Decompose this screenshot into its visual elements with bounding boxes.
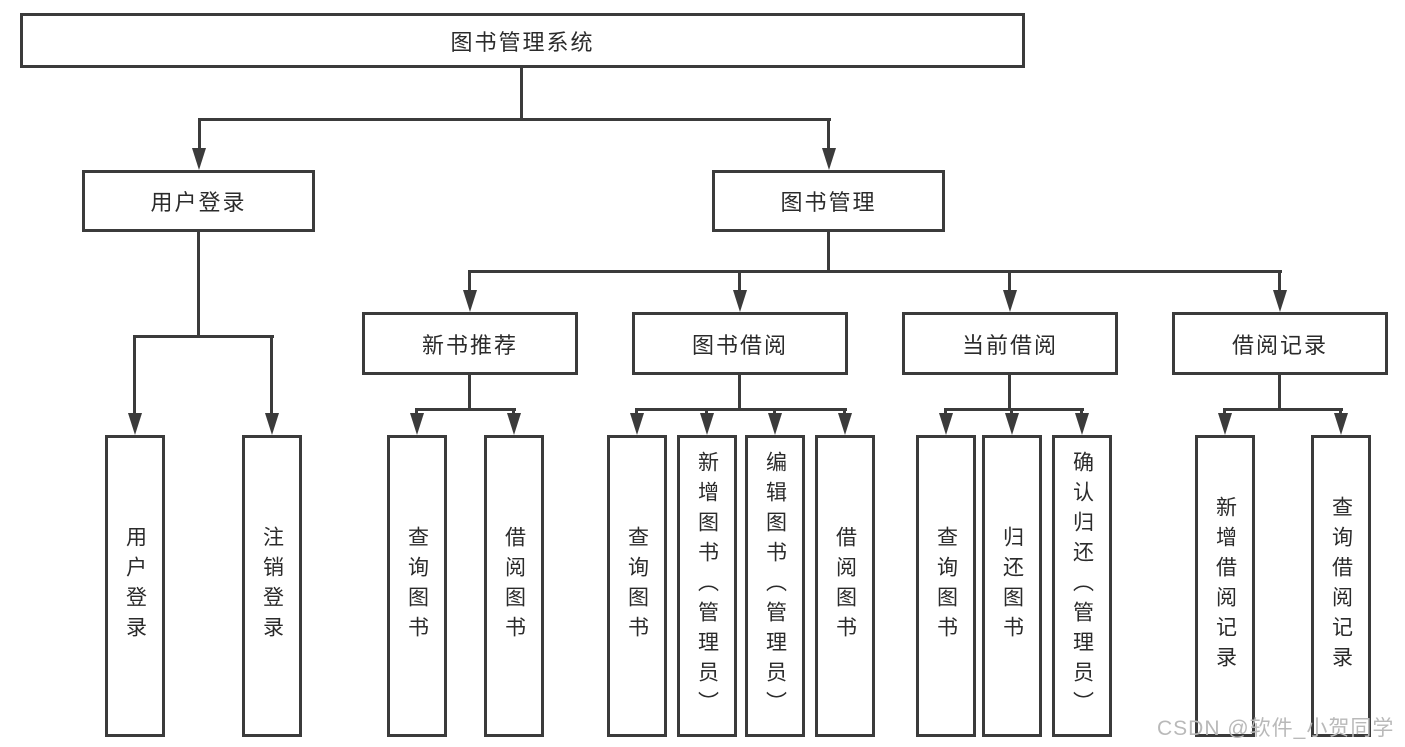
node-label: 借阅记录 [1231, 332, 1328, 358]
node-label: 查询图书 [625, 526, 649, 646]
down-arrow-icon [128, 413, 142, 435]
connector-drop [1010, 408, 1013, 416]
down-arrow-icon [265, 413, 279, 435]
down-arrow-icon [838, 413, 852, 435]
node-label: 注销登录 [260, 526, 284, 646]
connector-drop [738, 270, 741, 292]
connector-drop [1080, 408, 1083, 416]
connector-user-rail [133, 335, 274, 338]
down-arrow-icon [733, 290, 747, 312]
down-arrow-icon [410, 413, 424, 435]
down-arrow-icon [1003, 290, 1017, 312]
connector-level2-rail [198, 118, 831, 121]
down-arrow-icon [1273, 290, 1287, 312]
leaf-query-borrow-record: 查询借阅记录 [1311, 435, 1371, 737]
connector-rail [1223, 408, 1343, 411]
leaf-query-books-current: 查询图书 [916, 435, 976, 737]
leaf-return-books: 归还图书 [982, 435, 1042, 737]
connector-book-stub [827, 232, 830, 273]
leaf-borrow-books-recommend: 借阅图书 [484, 435, 544, 737]
node-label: 查询图书 [405, 526, 429, 646]
node-borrowing-records: 借阅记录 [1172, 312, 1388, 375]
node-label: 归还图书 [1000, 526, 1024, 646]
connector-drop [1008, 270, 1011, 292]
node-new-book-recommend: 新书推荐 [362, 312, 578, 375]
connector-drop [827, 118, 830, 150]
node-label: 用户登录 [150, 190, 247, 215]
connector-root-stub [520, 68, 523, 121]
connector-stub [738, 375, 741, 411]
node-label: 图书借阅 [691, 332, 788, 358]
node-label: 新书推荐 [421, 332, 518, 358]
connector-rail [415, 408, 516, 411]
connector-drop [843, 408, 846, 416]
leaf-edit-books-admin: 编辑图书（管理员） [745, 435, 805, 737]
connector-drop [635, 408, 638, 416]
leaf-query-books-recommend: 查询图书 [387, 435, 447, 737]
connector-stub [468, 375, 471, 411]
node-book-management-branch: 图书管理 [712, 170, 945, 232]
down-arrow-icon [939, 413, 953, 435]
node-label: 当前借阅 [961, 332, 1058, 358]
leaf-add-books-admin: 新增图书（管理员） [677, 435, 737, 737]
connector-drop [270, 335, 273, 415]
node-label: 借阅图书 [502, 526, 526, 646]
connector-rail [635, 408, 847, 411]
connector-drop [1339, 408, 1342, 416]
node-label: 新增图书（管理员） [695, 451, 719, 721]
node-label: 查询图书 [934, 526, 958, 646]
leaf-logout: 注销登录 [242, 435, 302, 737]
leaf-add-borrow-record: 新增借阅记录 [1195, 435, 1255, 737]
leaf-borrow-books: 借阅图书 [815, 435, 875, 737]
down-arrow-icon [630, 413, 644, 435]
connector-level3-rail [468, 270, 1282, 273]
leaf-query-books-borrowing: 查询图书 [607, 435, 667, 737]
connector-drop [705, 408, 708, 416]
down-arrow-icon [1005, 413, 1019, 435]
node-root-system: 图书管理系统 [20, 13, 1025, 68]
node-label: 用户登录 [123, 526, 147, 646]
leaf-confirm-return-admin: 确认归还（管理员） [1052, 435, 1112, 737]
connector-drop [773, 408, 776, 416]
down-arrow-icon [1334, 413, 1348, 435]
down-arrow-icon [192, 148, 206, 170]
node-label: 确认归还（管理员） [1070, 451, 1094, 721]
connector-drop [133, 335, 136, 415]
connector-drop [198, 118, 201, 150]
node-label: 图书管理系统 [450, 29, 595, 55]
connector-stub [1008, 375, 1011, 411]
down-arrow-icon [700, 413, 714, 435]
node-label: 编辑图书（管理员） [763, 451, 787, 721]
node-current-borrowing: 当前借阅 [902, 312, 1118, 375]
connector-drop [512, 408, 515, 416]
down-arrow-icon [507, 413, 521, 435]
node-label: 图书管理 [780, 190, 877, 215]
connector-drop [415, 408, 418, 416]
down-arrow-icon [768, 413, 782, 435]
connector-rail [944, 408, 1084, 411]
connector-drop [468, 270, 471, 292]
csdn-watermark: CSDN @软件_小贺同学 [1157, 717, 1395, 740]
node-label: 借阅图书 [833, 526, 857, 646]
connector-drop [944, 408, 947, 416]
down-arrow-icon [463, 290, 477, 312]
down-arrow-icon [1218, 413, 1232, 435]
down-arrow-icon [822, 148, 836, 170]
node-book-borrowing: 图书借阅 [632, 312, 848, 375]
connector-user-stub [197, 232, 200, 338]
node-label: 新增借阅记录 [1213, 496, 1237, 676]
node-user-login-branch: 用户登录 [82, 170, 315, 232]
leaf-user-login: 用户登录 [105, 435, 165, 737]
node-label: 查询借阅记录 [1329, 496, 1353, 676]
connector-drop [1223, 408, 1226, 416]
down-arrow-icon [1075, 413, 1089, 435]
connector-drop [1278, 270, 1281, 292]
connector-stub [1278, 375, 1281, 411]
